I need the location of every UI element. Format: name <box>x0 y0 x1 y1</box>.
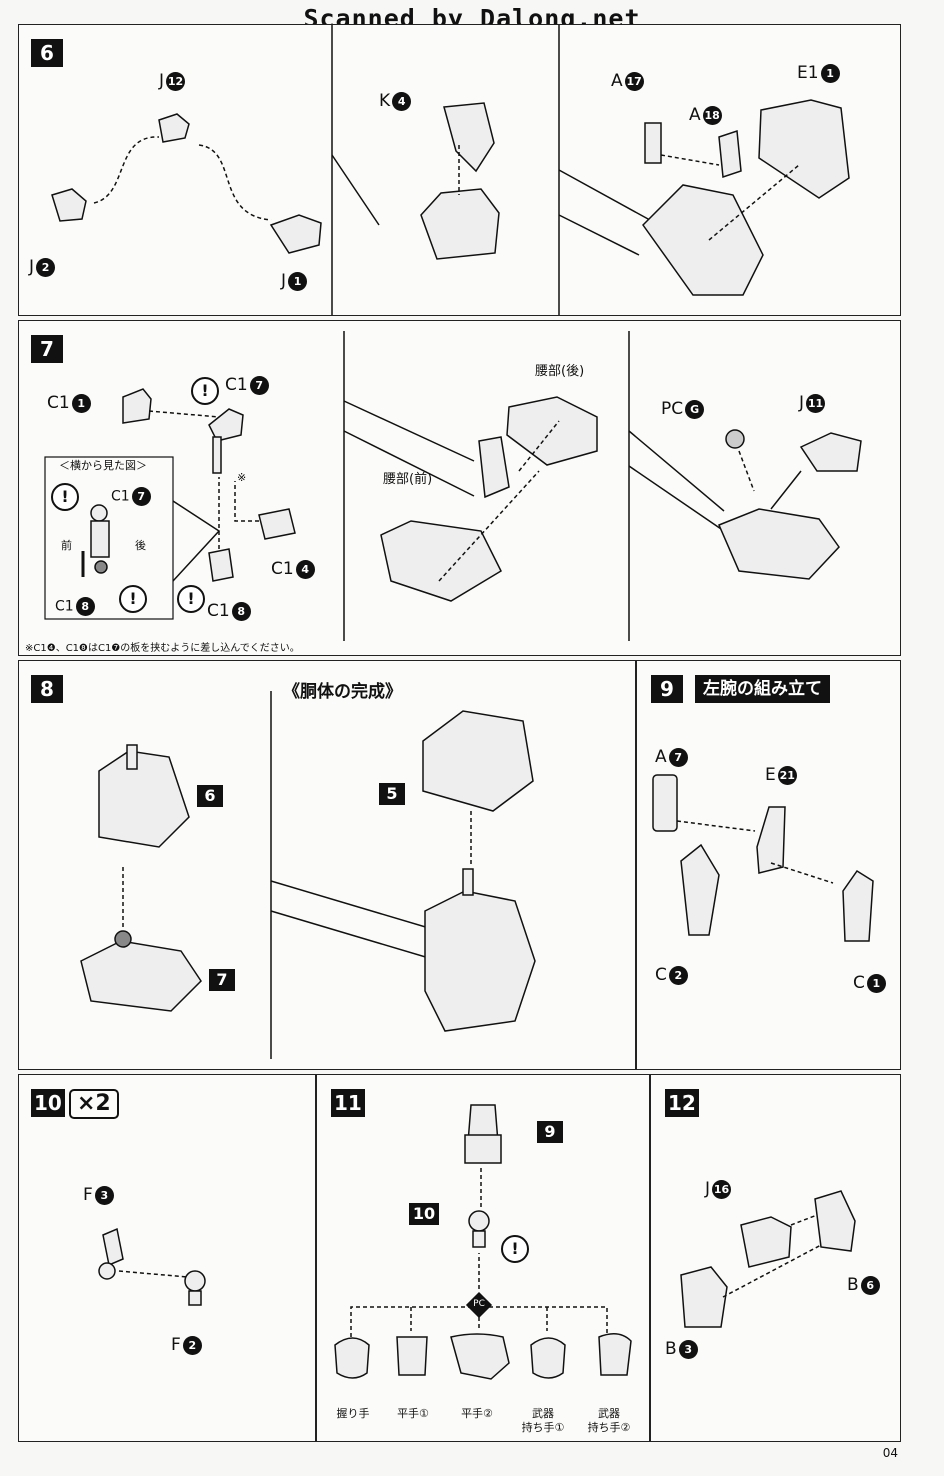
step-9-illustration <box>652 774 874 942</box>
step-9-title: 左腕の組み立て <box>695 675 830 703</box>
step-7-footnote: ※C1❹、C1❽はC1❼の板を挟むように差し込んでください。 <box>25 643 300 654</box>
side-view-back: 後 <box>135 539 146 552</box>
step-12-number: 12 <box>665 1089 699 1117</box>
waist-front-label: 腰部(前) <box>383 472 433 487</box>
ref-step-9: 9 <box>537 1121 563 1143</box>
step-10-multiplier: ×2 <box>69 1089 119 1119</box>
step-11-panel: 11 PC 9 10 ! 握り手 平手① 平手② 武器 持ち手① 武器 持ち手② <box>316 1074 650 1442</box>
step-6-illustration <box>51 25 850 315</box>
step-6-number: 6 <box>31 39 63 67</box>
step-7-number: 7 <box>31 335 63 363</box>
asterisk-mark: ※ <box>237 471 247 484</box>
ref-step-6: 6 <box>197 785 223 807</box>
hand-5: 武器 持ち手② <box>587 1407 631 1434</box>
step-11-number: 11 <box>331 1089 365 1117</box>
step-10-illustration <box>98 1227 206 1306</box>
hand-3: 平手② <box>461 1407 493 1420</box>
caution-icon: ! <box>177 585 205 613</box>
hand-4: 武器 持ち手① <box>521 1407 565 1434</box>
step-8-illustration <box>80 691 536 1059</box>
step-10-number: 10 <box>31 1089 65 1117</box>
page-number: 04 <box>882 1446 898 1460</box>
step-9-number: 9 <box>651 675 683 703</box>
waist-back-label: 腰部(後) <box>535 364 585 379</box>
caution-icon: ! <box>501 1235 529 1263</box>
step-7-illustration <box>44 331 862 641</box>
hand-1: 握り手 <box>336 1407 370 1420</box>
step-8-number: 8 <box>31 675 63 703</box>
side-view-front: 前 <box>61 539 72 552</box>
hand-2: 平手① <box>397 1407 429 1420</box>
step-7-panel: 7 <box>18 320 901 656</box>
step-11-illustration <box>334 1104 632 1380</box>
caution-icon: ! <box>51 483 79 511</box>
step-8-title: 《胴体の完成》 <box>283 682 402 702</box>
ref-step-7: 7 <box>209 969 235 991</box>
caution-icon: ! <box>119 585 147 613</box>
step-12-illustration <box>680 1190 856 1328</box>
step-8-panel: 8 《胴体の完成》 6 7 5 <box>18 660 636 1070</box>
side-view-title: ＜横から見た図＞ <box>59 459 147 472</box>
ref-step-10: 10 <box>409 1203 439 1225</box>
ref-step-5: 5 <box>379 783 405 805</box>
pc-badge: PC <box>473 1299 485 1309</box>
caution-icon: ! <box>191 377 219 405</box>
